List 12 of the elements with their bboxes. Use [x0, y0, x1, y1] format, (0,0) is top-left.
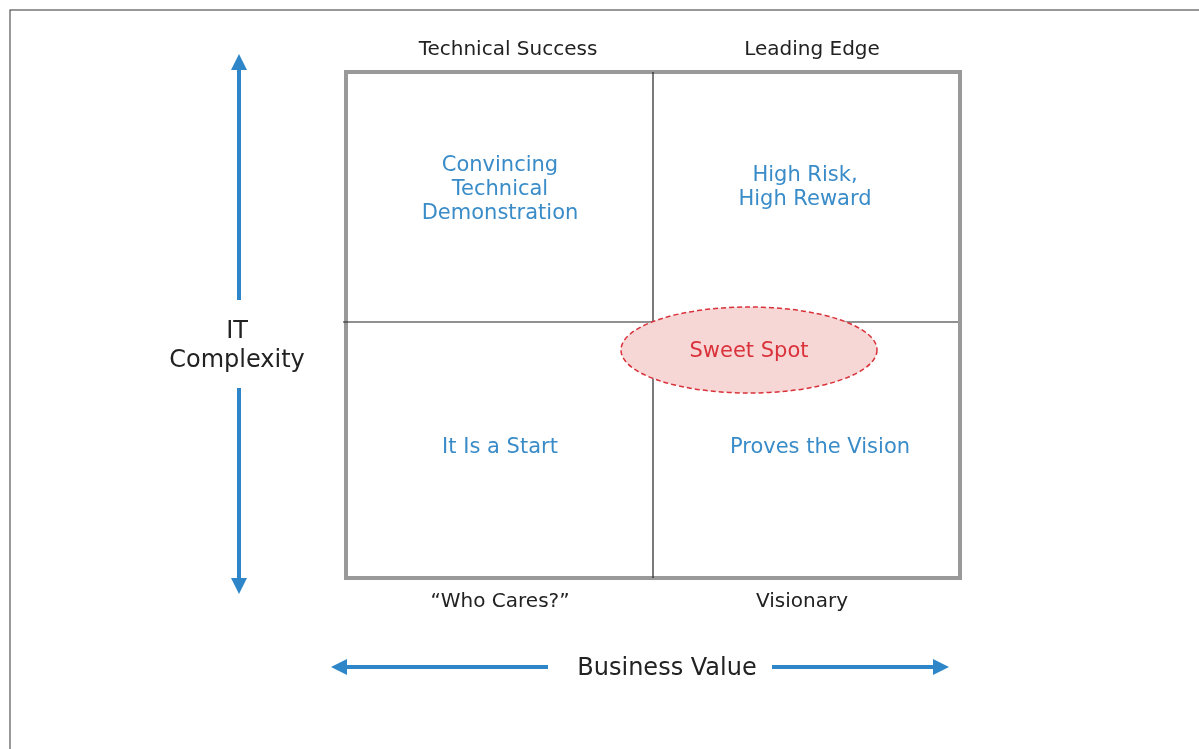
quadrant-heading: Technical Success	[418, 36, 598, 60]
quadrant-label: It Is a Start	[442, 434, 558, 458]
quadrant-label: Convincing Technical Demonstration	[420, 152, 580, 224]
sweet-spot-label: Sweet Spot	[689, 338, 809, 362]
axis-title: IT Complexity	[168, 316, 306, 374]
axis-title: Business Value	[577, 652, 757, 682]
quadrant-label: Proves the Vision	[729, 434, 911, 458]
quadrant-label: High Risk, High Reward	[737, 162, 873, 210]
quadrant-heading: “Who Cares?”	[430, 588, 570, 612]
sweet-spot-ellipse	[620, 306, 878, 394]
quadrant-heading: Visionary	[756, 588, 848, 612]
quadrant-heading: Leading Edge	[744, 36, 880, 60]
